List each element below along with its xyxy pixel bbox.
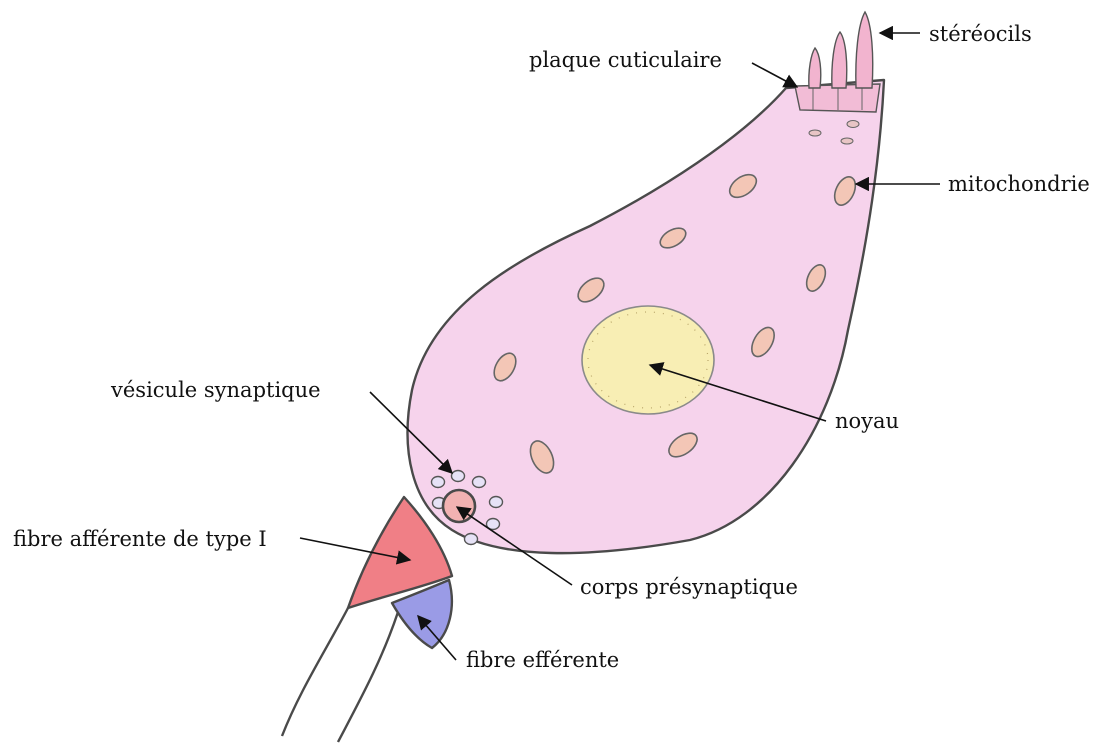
stereocilium-short <box>809 48 821 88</box>
synaptic-vesicle <box>465 534 478 545</box>
stereocilium-tall <box>856 12 873 88</box>
label-vesicule-synaptique: vésicule synaptique <box>110 378 321 402</box>
nucleus <box>582 306 714 414</box>
arrow-plaque-cuticulaire <box>752 63 797 87</box>
presynaptic-body <box>443 490 475 522</box>
stereocilia <box>809 12 873 88</box>
label-mitochondrie: mitochondrie <box>948 172 1090 196</box>
synaptic-vesicle <box>432 477 445 488</box>
label-fibre-efferente: fibre efférente <box>466 648 619 672</box>
synaptic-vesicle <box>473 477 486 488</box>
stereocilium-mid <box>832 32 847 88</box>
label-plaque-cuticulaire: plaque cuticulaire <box>529 48 722 72</box>
afferent-axon <box>282 608 348 736</box>
efferent-axon <box>338 612 398 742</box>
synaptic-vesicle <box>490 497 503 508</box>
label-fibre-afferente: fibre afférente de type I <box>13 527 267 551</box>
label-stereocils: stéréocils <box>929 22 1032 46</box>
label-noyau: noyau <box>835 409 899 433</box>
label-corps-presynaptique: corps présynaptique <box>580 575 798 599</box>
synaptic-vesicle <box>452 471 465 482</box>
